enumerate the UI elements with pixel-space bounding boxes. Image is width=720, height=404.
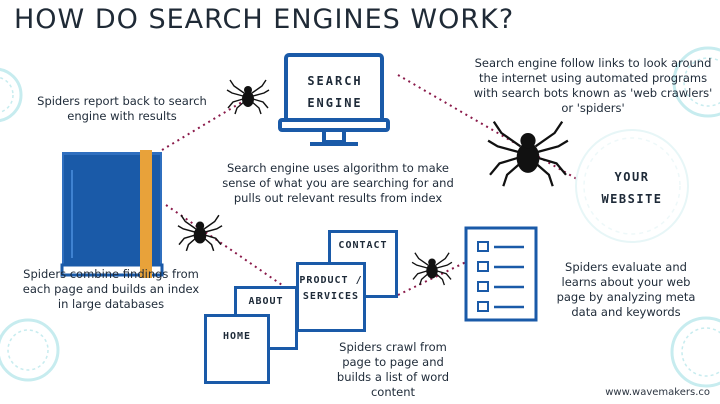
spider-icon — [411, 252, 453, 286]
caption-spiders-combine: Spiders combine findings from each page … — [22, 267, 200, 311]
page-box-home: HOME — [204, 314, 270, 384]
decorative-circles — [0, 46, 720, 388]
website-label: YOUR WEBSITE — [590, 166, 674, 210]
spider-icon — [226, 79, 270, 115]
connector-lines — [161, 74, 583, 296]
page-title: HOW DO SEARCH ENGINES WORK? — [14, 4, 515, 35]
search-engine-label-line1: SEARCH — [307, 74, 363, 88]
search-engine-label-line2: ENGINE — [307, 96, 363, 110]
page-box-product: PRODUCT / SERVICES — [296, 262, 366, 332]
website-label-line2: WEBSITE — [601, 192, 663, 206]
page-label-about: ABOUT — [248, 296, 284, 307]
website-circle-icon — [575, 129, 689, 243]
document-icon — [464, 226, 538, 322]
caption-search-follow-links: Search engine follow links to look aroun… — [473, 56, 713, 115]
book-icon — [60, 150, 164, 278]
search-engine-monitor-icon — [278, 53, 390, 146]
caption-algorithm: Search engine uses algorithm to make sen… — [222, 161, 454, 205]
footer-url: www.wavemakers.co — [605, 387, 710, 398]
caption-spiders-crawl: Spiders crawl from page to page and buil… — [336, 340, 450, 399]
page-label-product: PRODUCT / SERVICES — [299, 275, 363, 302]
page-label-contact: CONTACT — [338, 240, 388, 251]
caption-spiders-report: Spiders report back to search engine wit… — [37, 94, 207, 123]
spider-icon — [177, 214, 223, 252]
page-label-home: HOME — [222, 331, 252, 342]
spider-icon — [487, 120, 569, 187]
search-engine-label: SEARCH ENGINE — [294, 70, 376, 114]
caption-spiders-evaluate: Spiders evaluate and learns about your w… — [556, 260, 696, 319]
website-label-line1: YOUR — [614, 170, 650, 184]
